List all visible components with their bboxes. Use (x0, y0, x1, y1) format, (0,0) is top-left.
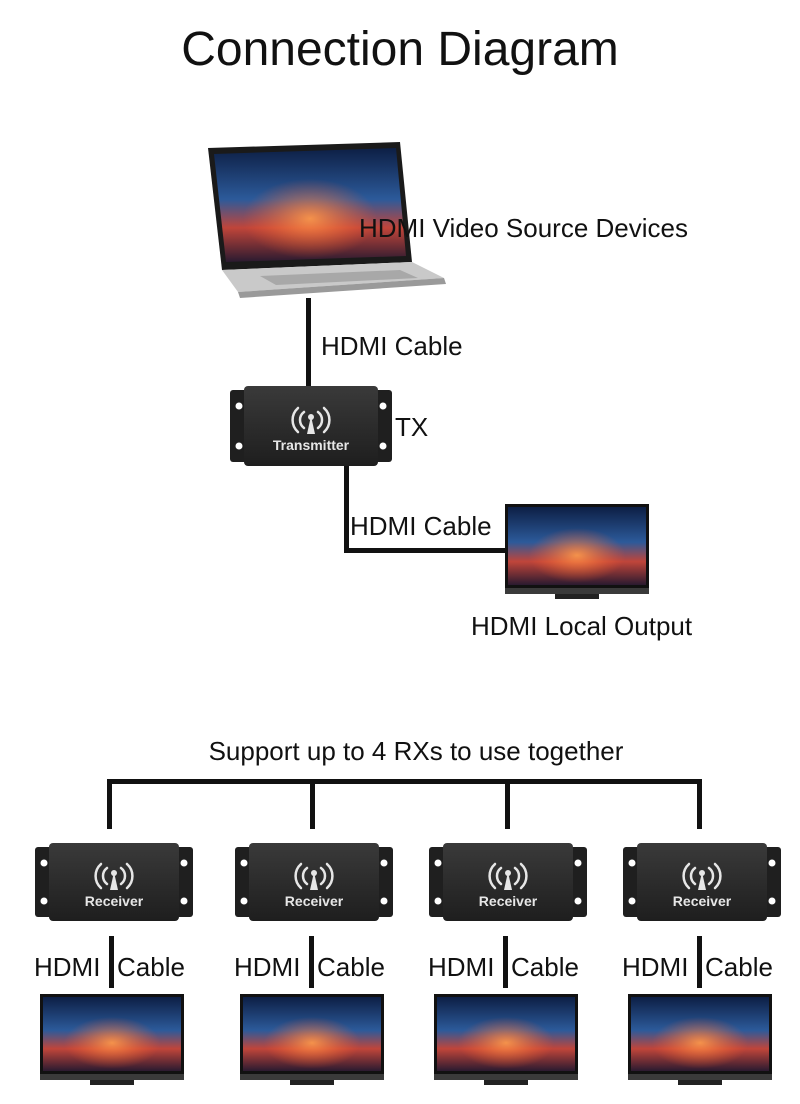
receiver-cable-label-a: HDMI (428, 952, 495, 982)
monitor-icon (40, 994, 184, 1085)
wireless-antenna-icon (94, 862, 134, 890)
wireless-antenna-icon (291, 406, 331, 434)
receiver-cable-label-b: Cable (705, 952, 773, 982)
hdmi-cable-label: HDMI Cable (350, 511, 492, 541)
hdmi-cable-line (344, 466, 349, 552)
diagram-title: Connection Diagram (181, 23, 619, 76)
receiver-box: Receiver (623, 843, 781, 921)
receiver-cable-label-a: HDMI (234, 952, 301, 982)
receiver-name: Receiver (85, 893, 144, 909)
monitor-icon (240, 994, 384, 1085)
receiver-cable-label-a: HDMI (622, 952, 689, 982)
receiver-name: Receiver (479, 893, 538, 909)
monitor-icon (628, 994, 772, 1085)
distribution-line (310, 779, 315, 829)
transmitter-name: Transmitter (273, 437, 350, 453)
support-text: Support up to 4 RXs to use together (208, 736, 624, 766)
tx-tag: TX (395, 412, 429, 442)
hdmi-cable-line (109, 936, 114, 988)
monitor-icon (505, 504, 649, 599)
receiver-box: Receiver (35, 843, 193, 921)
hdmi-cable-line (306, 298, 311, 386)
wireless-antenna-icon (488, 862, 528, 890)
receiver-cable-label-b: Cable (117, 952, 185, 982)
receiver-cable-label-a: HDMI (34, 952, 101, 982)
distribution-line (107, 779, 112, 829)
hdmi-cable-label: HDMI Cable (321, 331, 463, 361)
transmitter-box: Transmitter (230, 386, 392, 466)
distribution-line (505, 779, 510, 829)
receiver-cable-label-b: Cable (511, 952, 579, 982)
receiver-name: Receiver (673, 893, 732, 909)
hdmi-cable-line (309, 936, 314, 988)
receiver-cable-label-b: Cable (317, 952, 385, 982)
laptop-icon (208, 142, 446, 298)
monitor-icon (434, 994, 578, 1085)
receiver-box: Receiver (235, 843, 393, 921)
wireless-antenna-icon (682, 862, 722, 890)
receiver-box: Receiver (429, 843, 587, 921)
hdmi-cable-line (344, 548, 510, 553)
local-output-label: HDMI Local Output (471, 611, 693, 641)
distribution-line (107, 779, 702, 784)
hdmi-cable-line (503, 936, 508, 988)
wireless-antenna-icon (294, 862, 334, 890)
receiver-name: Receiver (285, 893, 344, 909)
hdmi-cable-line (697, 936, 702, 988)
distribution-line (697, 779, 702, 829)
source-label: HDMI Video Source Devices (359, 213, 688, 243)
